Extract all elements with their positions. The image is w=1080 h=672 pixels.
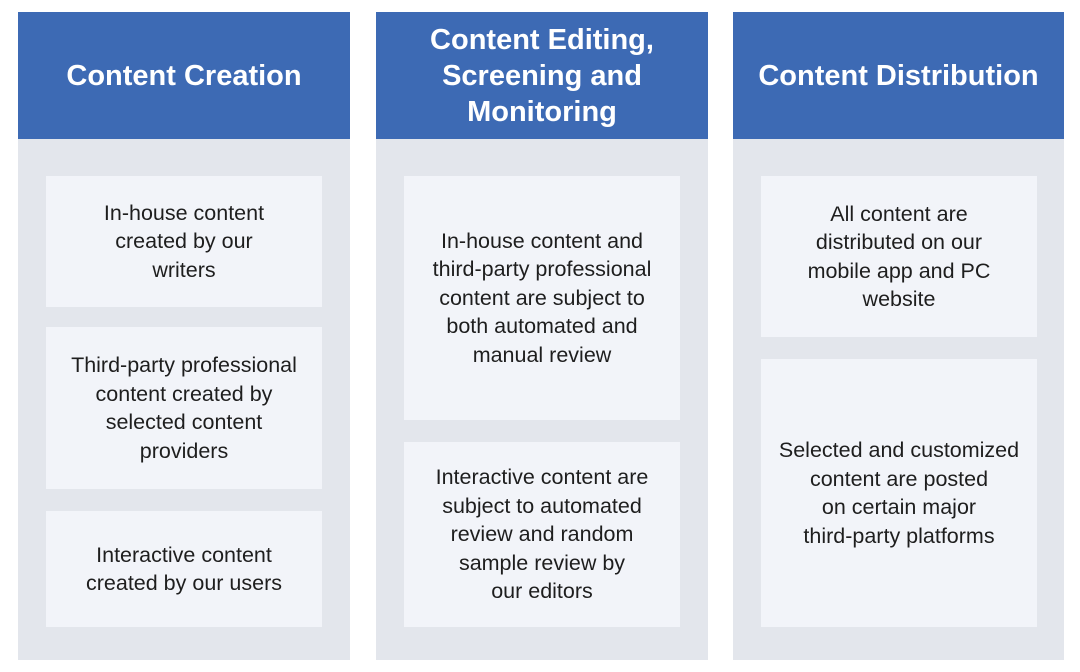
column-content-editing: Content Editing, Screening and Monitorin… [376, 12, 708, 660]
column-header: Content Creation [18, 12, 350, 139]
process-box-text: Third-party professional content created… [71, 353, 297, 463]
column-header: Content Editing, Screening and Monitorin… [376, 12, 708, 139]
process-box-text: In-house content created by our writers [103, 200, 265, 282]
process-box-text: Selected and customized content are post… [778, 438, 1020, 548]
process-box-interactive-content: Interactive content created by our users [46, 511, 322, 627]
process-box-text: All content are distributed on our mobil… [807, 201, 991, 312]
process-box-professional-review: In-house content and third-party profess… [404, 176, 680, 420]
process-box-app-distribution: All content are distributed on our mobil… [761, 176, 1037, 337]
column-title: Content Distribution [758, 59, 1039, 92]
process-box-platform-distribution: Selected and customized content are post… [761, 359, 1037, 627]
process-box-text: In-house content and third-party profess… [432, 228, 652, 367]
column-title: Content Editing, Screening and Monitorin… [430, 23, 654, 128]
process-box-in-house-content: In-house content created by our writers [46, 176, 322, 307]
process-box-text: Interactive content are subject to autom… [435, 465, 649, 604]
process-box-interactive-review: Interactive content are subject to autom… [404, 442, 680, 627]
column-title: Content Creation [66, 59, 302, 92]
column-header: Content Distribution [733, 12, 1064, 139]
process-box-third-party-content: Third-party professional content created… [46, 327, 322, 489]
column-content-creation: Content Creation In-house content create… [18, 12, 350, 660]
column-content-distribution: Content Distribution All content are dis… [733, 12, 1064, 660]
process-box-text: Interactive content created by our users [86, 542, 282, 596]
